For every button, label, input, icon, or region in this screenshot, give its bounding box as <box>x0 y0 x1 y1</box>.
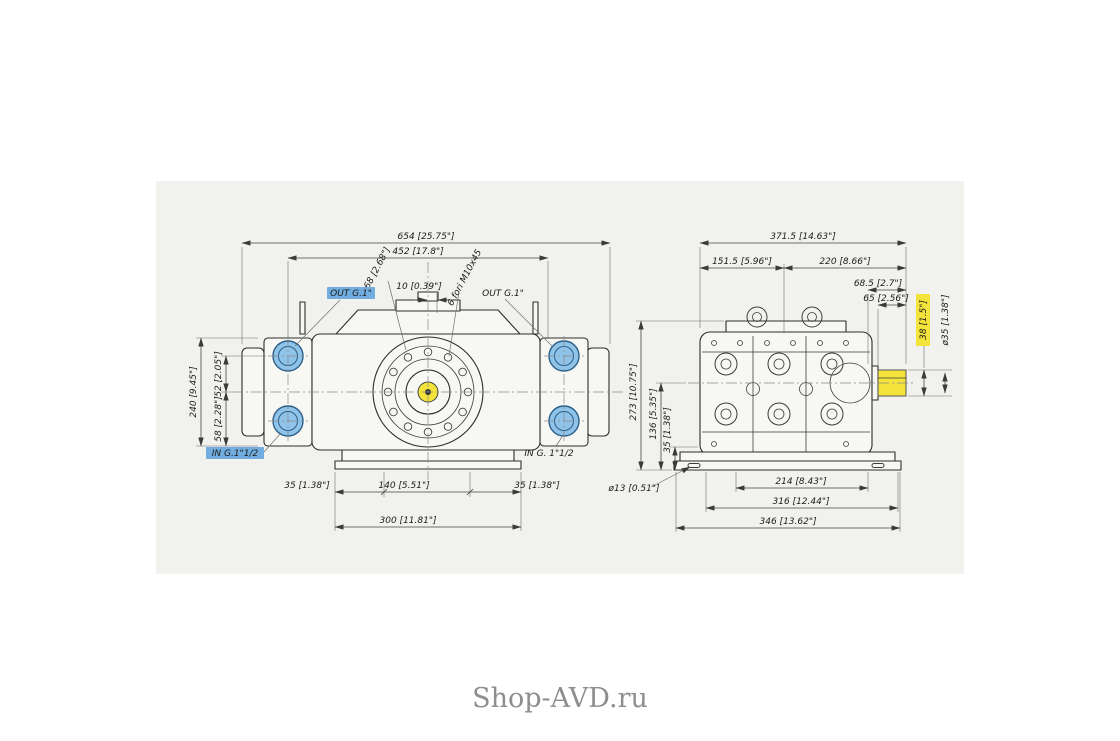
side-top-platform <box>725 320 847 334</box>
front-right-stud <box>532 301 539 335</box>
front-dim-right-35: 35 [1.38"] <box>514 481 560 491</box>
out-left-highlight <box>327 287 375 299</box>
bolt-dot <box>737 340 743 346</box>
side-dimension-lines <box>638 240 948 531</box>
front-port-out-left-label: OUT G.1" <box>330 289 372 299</box>
foot-slot-right <box>871 463 885 468</box>
bolt-dot <box>817 340 823 346</box>
side-dim-hole13: ø13 [0.51"] <box>607 484 660 494</box>
side-dim-346: 346 [13.62"] <box>760 517 817 527</box>
dimline-ticks <box>380 488 474 496</box>
front-dim-left-35: 35 [1.38"] <box>284 481 330 491</box>
front-dim-height-total: 240 [9.45"] <box>189 366 199 418</box>
valve-cap-inner <box>773 408 785 420</box>
side-dim-shaft-dia: ø35 [1.38"] <box>941 294 951 347</box>
foot-slot-left <box>687 463 701 468</box>
valve-cap-inner <box>826 408 838 420</box>
valve-cap <box>767 402 791 426</box>
lifting-ring-right <box>801 306 823 328</box>
valve-cap <box>714 352 738 376</box>
side-dim-shaft-height: 38 [1.5"] <box>919 300 929 340</box>
valve-cap-inner <box>826 358 838 370</box>
side-dim-220: 220 [8.66"] <box>819 257 871 267</box>
lifting-ring-left <box>746 306 768 328</box>
front-dim-h52: 52 [2.05"] <box>214 351 224 397</box>
valve-cap <box>820 352 844 376</box>
side-dim-214: 214 [8.43"] <box>775 477 827 487</box>
valve-cap-inner <box>720 408 732 420</box>
in-left-highlight <box>206 447 264 459</box>
bolt-dot <box>711 441 717 447</box>
front-dim-offset: 10 [0.39"] <box>396 282 442 292</box>
plug <box>799 382 813 396</box>
bolt-hole <box>389 367 398 377</box>
leader-hole13 <box>650 466 691 488</box>
side-dim-685: 68.5 [2.7"] <box>854 279 903 289</box>
front-leader-lines <box>263 280 563 453</box>
plug <box>746 382 760 396</box>
side-body-ribs <box>702 336 870 452</box>
bolt-hole <box>458 407 467 417</box>
bolt-hole <box>443 353 453 362</box>
side-valve-circles <box>711 340 849 447</box>
side-dim-35: 35 [1.38"] <box>663 407 673 453</box>
front-left-stud <box>299 301 306 335</box>
side-extension-lines <box>636 247 952 532</box>
valve-cap <box>820 402 844 426</box>
front-port-in-left-label: IN G.1"1/2 <box>212 449 259 459</box>
side-dim-total: 371.5 [14.63"] <box>770 232 836 242</box>
bolt-hole <box>443 422 453 431</box>
front-dim-base-300: 300 [11.81"] <box>380 516 437 526</box>
side-foot-upper <box>679 451 896 462</box>
side-dim-273: 273 [10.75"] <box>629 363 639 420</box>
bolt-dot <box>843 441 849 447</box>
side-dim-136: 136 [5.35"] <box>649 388 659 440</box>
side-dim-151: 151.5 [5.96"] <box>712 257 772 267</box>
shaft-height-highlight <box>916 294 930 346</box>
front-centerlines <box>232 262 624 480</box>
valve-cap <box>767 352 791 376</box>
side-foot-lower <box>673 460 902 471</box>
lifting-ring-right-inner <box>807 312 817 322</box>
valve-cap <box>714 402 738 426</box>
bolt-dot <box>790 340 796 346</box>
side-view: 371.5 [14.63"] 151.5 [5.96"] 220 [8.66"]… <box>607 232 952 532</box>
side-dim-65: 65 [2.56"] <box>863 294 909 304</box>
side-crankcase <box>699 331 873 456</box>
valve-cap-inner <box>773 358 785 370</box>
bolt-dot <box>764 340 770 346</box>
front-dim-inner-width: 452 [17.8"] <box>392 247 444 257</box>
side-dimension-labels: 371.5 [14.63"] 151.5 [5.96"] 220 [8.66"]… <box>607 232 951 527</box>
side-pump-outline <box>673 306 907 471</box>
front-dim-h58: 58 [2.28"] <box>214 396 224 442</box>
bolt-hole <box>458 367 467 377</box>
side-dim-316: 316 [12.44"] <box>773 497 830 507</box>
bolt-dot <box>711 340 717 346</box>
bolt-hole <box>389 407 398 417</box>
watermark: Shop-AVD.ru <box>472 683 648 714</box>
bolt-hole <box>403 353 413 362</box>
front-port-out-right-label: OUT G.1" <box>482 289 524 299</box>
front-dim-center-140: 140 [5.51"] <box>378 481 430 491</box>
front-port-in-right-label: IN G. 1"1/2 <box>524 449 574 459</box>
bolt-hole <box>403 422 413 431</box>
lifting-ring-left-inner <box>752 312 762 322</box>
bolt-dot <box>843 340 849 346</box>
front-dim-total-width: 654 [25.75"] <box>398 232 455 242</box>
front-dimension-lines <box>198 240 611 530</box>
valve-cap-inner <box>720 358 732 370</box>
